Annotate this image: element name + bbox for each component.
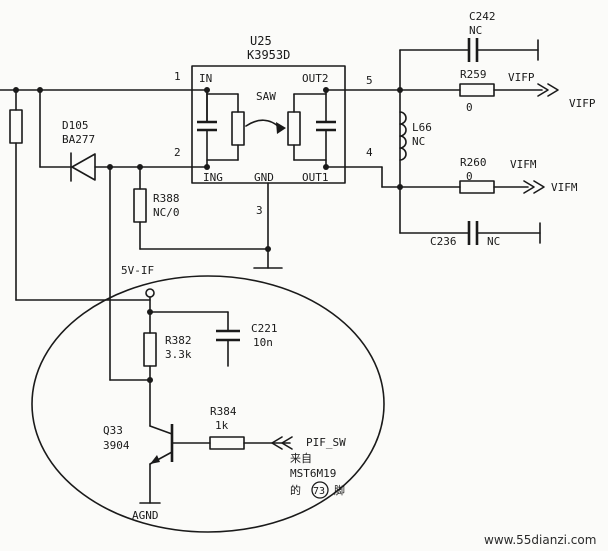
- c221-capacitor: [216, 311, 240, 367]
- r260-ref: R260: [460, 156, 487, 169]
- c242-ref: C242: [469, 10, 496, 23]
- source-chip-label: MST6M19: [290, 467, 336, 480]
- c221-value: 10n: [253, 336, 273, 349]
- agnd-label: AGND: [132, 509, 159, 522]
- pin4-number: 4: [366, 146, 373, 159]
- pif-sw-label: PIF_SW: [306, 436, 346, 449]
- l66-value: NC: [412, 135, 425, 148]
- r384-value: 1k: [215, 419, 229, 432]
- u25-saw-filter: [191, 65, 346, 269]
- watermark-text: www.55dianzi.com: [484, 533, 596, 547]
- q33-ref: Q33: [103, 424, 123, 437]
- d105-diode: [39, 89, 208, 182]
- output-network: [325, 38, 559, 245]
- supply-label: 5V-IF: [121, 264, 154, 277]
- source-from-label: 来自: [290, 452, 312, 465]
- r382-value: 3.3k: [165, 348, 192, 361]
- vifm-net-label: VIFM: [510, 158, 537, 171]
- r259-value: 0: [466, 101, 473, 114]
- u25-ref: U25: [250, 34, 272, 48]
- switch-circuit-outline: [31, 275, 385, 533]
- pin-ing-label: ING: [203, 171, 223, 184]
- r259-ref: R259: [460, 68, 487, 81]
- pin-out2-label: OUT2: [302, 72, 329, 85]
- left-bias-resistor: [9, 89, 151, 301]
- saw-label: SAW: [256, 90, 276, 103]
- input-bus: [0, 87, 208, 122]
- d105-part: BA277: [62, 133, 95, 146]
- r388-ref: R388: [153, 192, 180, 205]
- r382-ref: R382: [165, 334, 192, 347]
- r388-value: NC/0: [153, 206, 180, 219]
- q33-part: 3904: [103, 439, 130, 452]
- supply-node: [145, 288, 229, 315]
- source-de-label: 的: [290, 483, 301, 497]
- pin5-number: 5: [366, 74, 373, 87]
- pin-out1-label: OUT1: [302, 171, 329, 184]
- pin-number-circle: [311, 481, 329, 499]
- r388-resistor: [133, 166, 271, 252]
- c221-ref: C221: [251, 322, 278, 335]
- source-jiao-label: 脚: [334, 483, 345, 497]
- l66-ref: L66: [412, 121, 432, 134]
- pin2-number: 2: [174, 146, 181, 159]
- r384-ref: R384: [210, 405, 237, 418]
- c236-value: NC: [487, 235, 500, 248]
- vifp-out-label: VIFP: [569, 97, 596, 110]
- c236-ref: C236: [430, 235, 457, 248]
- r260-value: 0: [466, 170, 473, 183]
- r384-resistor: [209, 436, 293, 450]
- pin-gnd-label: GND: [254, 171, 274, 184]
- r382-resistor: [143, 311, 157, 427]
- diode-to-collector-wire: [109, 166, 151, 381]
- vifm-out-label: VIFM: [551, 181, 578, 194]
- source-pin-label: 73: [313, 486, 325, 497]
- pin3-number: 3: [256, 204, 263, 217]
- pin1-number: 1: [174, 70, 181, 83]
- u25-part: K3953D: [247, 48, 290, 62]
- c242-value: NC: [469, 24, 482, 37]
- vifp-net-label: VIFP: [508, 71, 535, 84]
- q33-transistor: [139, 424, 211, 504]
- d105-ref: D105: [62, 119, 89, 132]
- pin-in-label: IN: [199, 72, 212, 85]
